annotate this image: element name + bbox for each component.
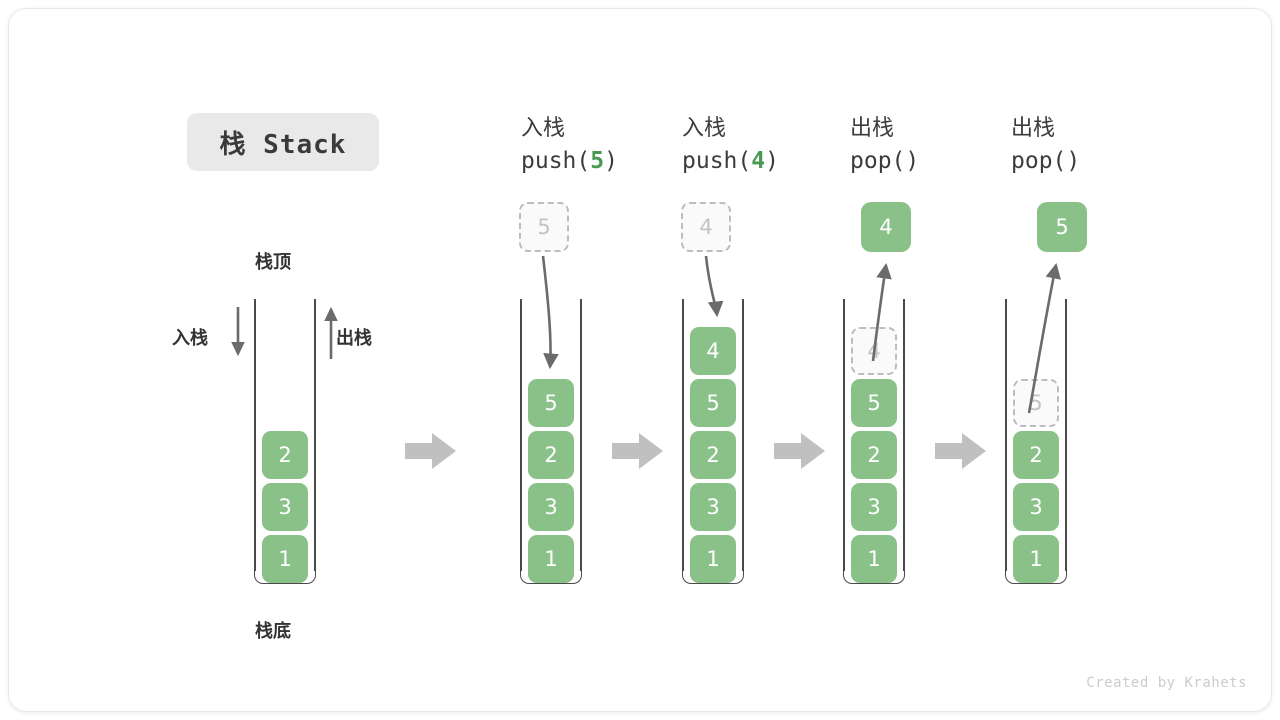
stack-cell: 3 xyxy=(851,483,897,531)
stack-cell: 1 xyxy=(690,535,736,583)
credit-text: Created by Krahets xyxy=(1086,675,1247,691)
floating-element-push-5: 5 xyxy=(519,202,569,252)
caption-code-push-4: push(4) xyxy=(682,145,779,178)
caption-code-pop-5: pop() xyxy=(1011,145,1080,178)
code-prefix: push( xyxy=(682,147,752,174)
stack-cell: 3 xyxy=(690,483,736,531)
stack-top-label: 栈顶 xyxy=(255,252,291,273)
stack-cell: 1 xyxy=(262,535,308,583)
caption-cn-pop-5: 出栈 xyxy=(1011,116,1056,141)
diagram-frame: 栈 Stack 入栈 push(5) 入栈 push(4) 出栈 pop() 出… xyxy=(8,8,1272,712)
stack-floor xyxy=(682,570,744,584)
stack-cell: 2 xyxy=(851,431,897,479)
step-caption-push-5: 入栈 push(5) xyxy=(521,113,618,178)
stack-cell: 2 xyxy=(528,431,574,479)
stack-cell: 5 xyxy=(690,379,736,427)
stack-wall-right xyxy=(1065,299,1067,571)
code-suffix: ) xyxy=(765,147,779,174)
vacated-slot-pop-5: 5 xyxy=(1013,379,1059,427)
stack-cell: 5 xyxy=(851,379,897,427)
diagram-title-badge: 栈 Stack xyxy=(187,113,379,171)
stack-wall-left xyxy=(520,299,522,571)
stack-bottom-label: 栈底 xyxy=(255,621,291,642)
step-caption-pop-5: 出栈 pop() xyxy=(1011,113,1080,178)
stack-wall-left xyxy=(254,299,256,571)
stack-cell: 3 xyxy=(528,483,574,531)
vacated-slot-pop-4: 4 xyxy=(851,327,897,375)
stack-wall-left xyxy=(1005,299,1007,571)
stack-wall-right xyxy=(314,299,316,571)
stack-cell: 2 xyxy=(262,431,308,479)
stack-cell: 5 xyxy=(528,379,574,427)
stack-wall-right xyxy=(742,299,744,571)
diagram-stage: 栈 Stack 入栈 push(5) 入栈 push(4) 出栈 pop() 出… xyxy=(9,9,1271,711)
stack-container-push-5 xyxy=(520,299,582,584)
floating-element-pop-4: 4 xyxy=(861,202,911,252)
caption-code-pop-4: pop() xyxy=(850,145,919,178)
step-caption-pop-4: 出栈 pop() xyxy=(850,113,919,178)
floating-element-push-4: 4 xyxy=(681,202,731,252)
stack-container-pop-4 xyxy=(843,299,905,584)
caption-cn-pop-4: 出栈 xyxy=(850,116,895,141)
diagram-title-text: 栈 Stack xyxy=(219,129,347,160)
stack-wall-left xyxy=(843,299,845,571)
stack-cell: 1 xyxy=(851,535,897,583)
flow-arrow-icon xyxy=(935,433,986,469)
stack-container-push-4 xyxy=(682,299,744,584)
stack-floor xyxy=(520,570,582,584)
stack-container-initial xyxy=(254,299,316,584)
stack-wall-right xyxy=(580,299,582,571)
code-prefix: pop( xyxy=(1011,147,1067,174)
stack-floor xyxy=(1005,570,1067,584)
stack-floor xyxy=(843,570,905,584)
code-prefix: pop( xyxy=(850,147,906,174)
caption-code-push-5: push(5) xyxy=(521,145,618,178)
stack-cell: 3 xyxy=(1013,483,1059,531)
stack-cell: 3 xyxy=(262,483,308,531)
flow-arrow-icon xyxy=(774,433,825,469)
push-direction-label: 入栈 xyxy=(172,328,208,349)
code-arg: 4 xyxy=(751,147,766,174)
stack-floor xyxy=(254,570,316,584)
flow-arrow-icon xyxy=(405,433,456,469)
stack-cell: 2 xyxy=(690,431,736,479)
caption-cn-push-5: 入栈 xyxy=(521,116,566,141)
caption-cn-push-4: 入栈 xyxy=(682,116,727,141)
pop-direction-label: 出栈 xyxy=(336,328,372,349)
code-suffix: ) xyxy=(604,147,618,174)
floating-element-pop-5: 5 xyxy=(1037,202,1087,252)
step-caption-push-4: 入栈 push(4) xyxy=(682,113,779,178)
code-arg: 5 xyxy=(590,147,605,174)
code-suffix: ) xyxy=(1066,147,1081,174)
flow-arrow-icon xyxy=(612,433,663,469)
stack-cell: 4 xyxy=(690,327,736,375)
stack-container-pop-5 xyxy=(1005,299,1067,584)
stack-wall-right xyxy=(903,299,905,571)
stack-cell: 1 xyxy=(528,535,574,583)
stack-cell: 2 xyxy=(1013,431,1059,479)
code-suffix: ) xyxy=(905,147,920,174)
stack-cell: 1 xyxy=(1013,535,1059,583)
stack-wall-left xyxy=(682,299,684,571)
code-prefix: push( xyxy=(521,147,591,174)
